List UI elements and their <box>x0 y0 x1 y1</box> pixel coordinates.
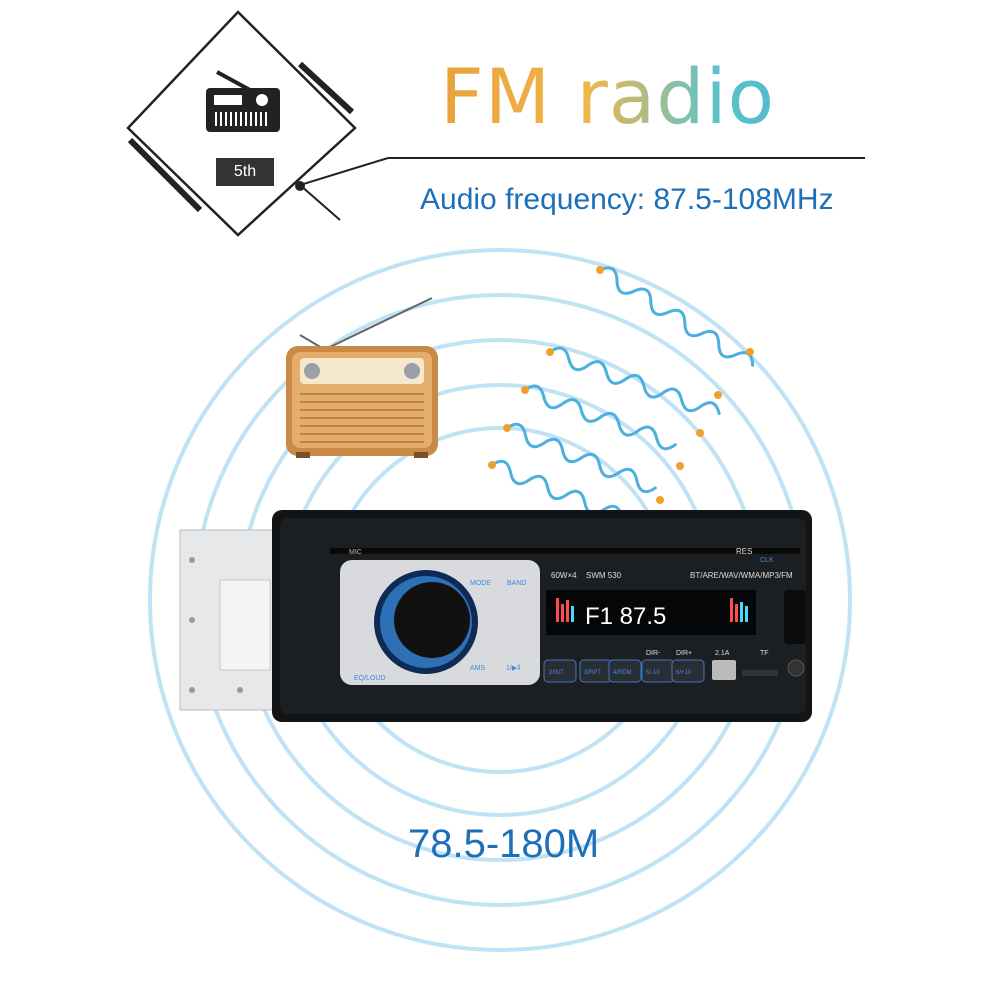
mode-label: MODE <box>470 580 491 587</box>
res-label: RES <box>736 547 752 556</box>
display-readout: F1 87.5 <box>585 603 666 630</box>
btn2-label: 2/INT <box>549 670 564 676</box>
play-label: 1/▶‖ <box>506 665 520 672</box>
btn4-label: 4/RDM <box>613 670 632 676</box>
btn5-label: 5/-10 <box>646 670 660 676</box>
car-stereo-unit: MIC RES CLK MODE BAND 60W×4 SWM 530 BT/A… <box>179 510 812 722</box>
header-badge <box>126 10 865 237</box>
power-label: 60W×4 <box>551 571 577 580</box>
ams-label: AMS <box>470 665 486 672</box>
mic-label: MIC <box>349 549 362 556</box>
formats-label: BT/ARE/WAV/WMA/MP3/FM <box>690 571 793 580</box>
btn6-label: 6/+10 <box>676 670 692 676</box>
page-title: FM radio <box>440 52 860 142</box>
tf-label: TF <box>760 650 769 657</box>
usb-label: 2.1A <box>715 650 730 657</box>
signal-waves <box>488 266 755 510</box>
page-subtitle: Audio frequency: 87.5-108MHz <box>420 183 834 216</box>
radio-icon <box>206 70 280 132</box>
retro-radio-image <box>286 297 438 458</box>
dir-minus-label: DIR- <box>646 650 661 657</box>
eq-label: EQ/LOUD <box>354 675 386 682</box>
model-label: SWM 530 <box>586 571 622 580</box>
btn3-label: 3/RPT <box>584 670 601 676</box>
frequency-range-label: 78.5-180M <box>408 822 600 866</box>
badge-label: 5th <box>216 158 274 186</box>
clk-label: CLK <box>760 557 774 564</box>
band-label: BAND <box>507 580 526 587</box>
dir-plus-label: DIR+ <box>676 650 692 657</box>
